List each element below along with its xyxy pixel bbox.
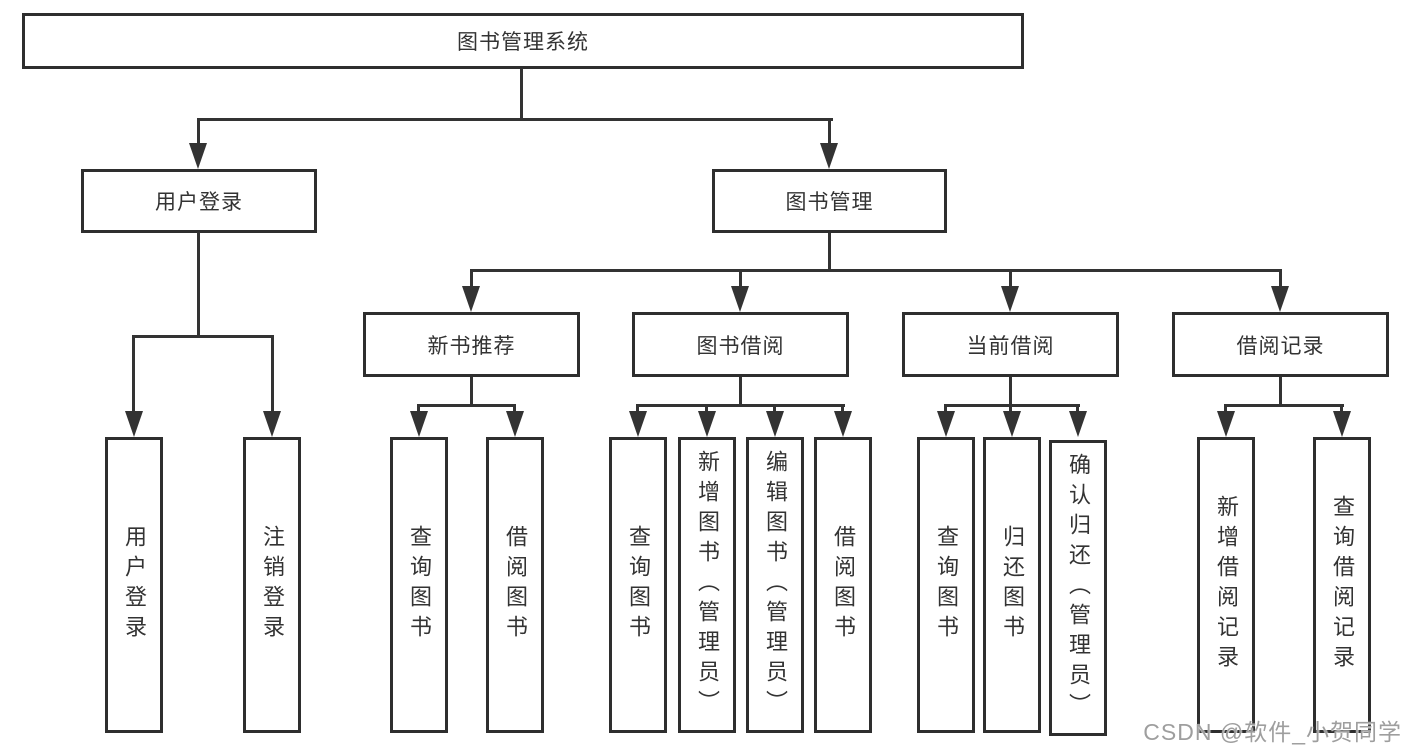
line xyxy=(133,335,274,338)
line xyxy=(705,404,708,416)
arrow-down-icon xyxy=(1069,411,1087,437)
leaf-confirm-return-admin: 确认归还（管理员） xyxy=(1049,440,1107,736)
arrow-down-icon xyxy=(410,411,428,437)
arrow-down-icon xyxy=(125,411,143,437)
leaf-label: 查询图书 xyxy=(934,525,959,645)
line xyxy=(197,232,200,338)
line xyxy=(470,269,1282,272)
node-current-borrowing: 当前借阅 xyxy=(902,312,1119,377)
arrow-down-icon xyxy=(506,411,524,437)
line xyxy=(132,335,135,415)
leaf-return-books: 归还图书 xyxy=(983,437,1041,733)
node-library-management-system: 图书管理系统 xyxy=(22,13,1024,69)
leaf-borrow-books: 借阅图书 xyxy=(814,437,872,733)
leaf-query-borrow-record: 查询借阅记录 xyxy=(1313,437,1371,733)
leaf-borrow-books-recommend: 借阅图书 xyxy=(486,437,544,733)
arrow-down-icon xyxy=(189,143,207,169)
arrow-down-icon xyxy=(766,411,784,437)
line xyxy=(1009,377,1012,406)
line xyxy=(1076,404,1079,416)
line xyxy=(1224,404,1344,407)
leaf-edit-books-admin: 编辑图书（管理员） xyxy=(746,437,804,733)
leaf-label: 借阅图书 xyxy=(503,525,528,645)
node-label: 图书管理系统 xyxy=(457,31,589,54)
leaf-label: 编辑图书（管理员） xyxy=(763,450,788,720)
node-label: 图书管理 xyxy=(785,191,874,214)
line xyxy=(739,377,742,406)
leaf-label: 新增借阅记录 xyxy=(1214,495,1239,675)
line xyxy=(417,404,516,407)
leaf-label: 归还图书 xyxy=(1000,525,1025,645)
leaf-label: 注销登录 xyxy=(260,525,285,645)
arrow-down-icon xyxy=(834,411,852,437)
line xyxy=(1279,269,1282,291)
csdn-watermark: CSDN @软件_小贺同学 xyxy=(1143,719,1402,745)
line xyxy=(520,68,523,120)
line xyxy=(271,335,274,415)
arrow-down-icon xyxy=(462,286,480,312)
leaf-label: 查询图书 xyxy=(407,525,432,645)
line xyxy=(513,404,516,416)
line xyxy=(636,404,845,407)
line xyxy=(636,404,639,416)
arrow-down-icon xyxy=(1003,411,1021,437)
leaf-add-borrow-record: 新增借阅记录 xyxy=(1197,437,1255,733)
node-book-management: 图书管理 xyxy=(712,169,947,233)
leaf-add-books-admin: 新增图书（管理员） xyxy=(678,437,736,733)
arrow-down-icon xyxy=(937,411,955,437)
leaf-query-books-current: 查询图书 xyxy=(917,437,975,733)
leaf-label: 用户登录 xyxy=(122,525,147,645)
line xyxy=(944,404,947,416)
node-label: 借阅记录 xyxy=(1236,334,1325,358)
leaf-label: 查询借阅记录 xyxy=(1330,495,1355,675)
leaf-label: 借阅图书 xyxy=(831,525,856,645)
leaf-query-books-borrow: 查询图书 xyxy=(609,437,667,733)
leaf-logout: 注销登录 xyxy=(243,437,301,733)
line xyxy=(1224,404,1227,416)
line xyxy=(470,377,473,406)
node-label: 用户登录 xyxy=(155,191,243,214)
leaf-label: 新增图书（管理员） xyxy=(695,450,720,720)
arrow-down-icon xyxy=(698,411,716,437)
node-user-login: 用户登录 xyxy=(81,169,317,233)
arrow-down-icon xyxy=(1271,286,1289,312)
leaf-label: 确认归还（管理员） xyxy=(1066,453,1091,723)
arrow-down-icon xyxy=(731,286,749,312)
line xyxy=(197,118,833,121)
arrow-down-icon xyxy=(1333,411,1351,437)
node-new-book-recommendation: 新书推荐 xyxy=(363,312,580,377)
leaf-query-books-recommend: 查询图书 xyxy=(390,437,448,733)
node-label: 图书借阅 xyxy=(696,334,785,358)
arrow-down-icon xyxy=(1217,411,1235,437)
line xyxy=(773,404,776,416)
leaf-label: 查询图书 xyxy=(626,525,651,645)
line xyxy=(470,269,473,291)
line xyxy=(1279,377,1282,406)
arrow-down-icon xyxy=(1001,286,1019,312)
leaf-user-login: 用户登录 xyxy=(105,437,163,733)
node-book-borrowing: 图书借阅 xyxy=(632,312,849,377)
line xyxy=(841,404,844,416)
line xyxy=(417,404,420,416)
line xyxy=(1009,404,1012,416)
line xyxy=(739,269,742,291)
line xyxy=(828,118,831,148)
line xyxy=(1340,404,1343,416)
line xyxy=(197,118,200,148)
node-label: 当前借阅 xyxy=(966,334,1055,358)
line xyxy=(944,404,1080,407)
arrow-down-icon xyxy=(629,411,647,437)
node-borrowing-records: 借阅记录 xyxy=(1172,312,1389,377)
line xyxy=(1009,269,1012,291)
arrow-down-icon xyxy=(820,143,838,169)
arrow-down-icon xyxy=(263,411,281,437)
line xyxy=(828,233,831,271)
node-label: 新书推荐 xyxy=(427,334,516,358)
